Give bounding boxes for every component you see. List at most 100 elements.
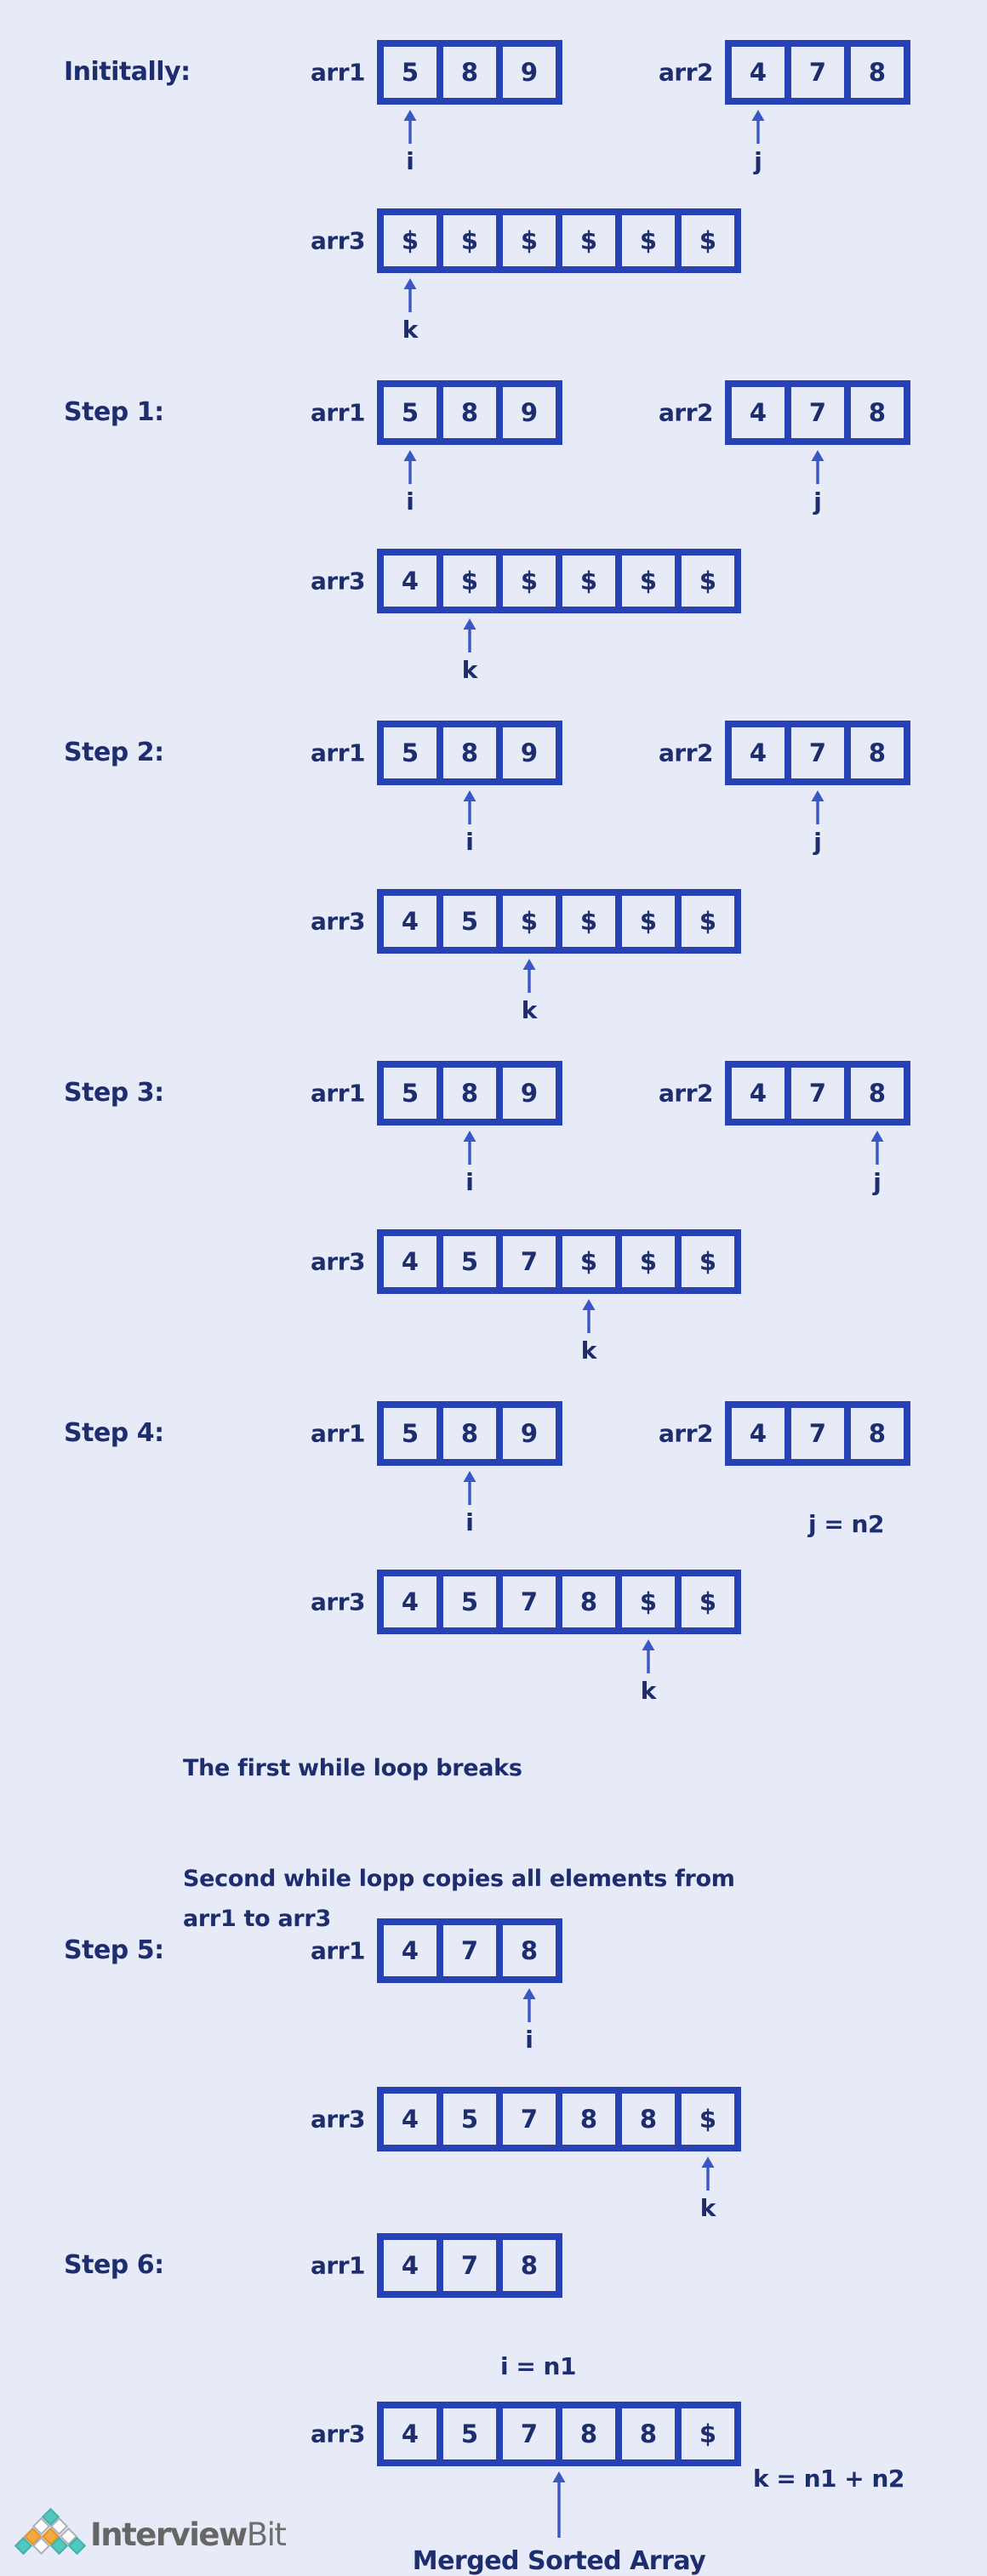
array-cell: $ (682, 2094, 734, 2145)
pointer-i: i (402, 450, 418, 516)
note-paragraph: The first while loop breaks (183, 1748, 522, 1788)
array-cell: 8 (503, 2240, 556, 2291)
note-paragraph: Second while lopp copies all elements fr… (183, 1859, 735, 1939)
array-cell: 5 (384, 47, 436, 98)
array-box-arr3: $$$$$$ (377, 208, 741, 273)
array-label-arr3: arr3 (311, 2105, 366, 2134)
array-cell: $ (443, 556, 496, 607)
array-cell: 4 (384, 2094, 436, 2145)
pointer-arrow-icon (403, 450, 417, 484)
step-label: Step 2: (64, 738, 164, 767)
array-cell: 4 (732, 1408, 784, 1459)
array-cell: $ (682, 556, 734, 607)
pointer-label-k: k (640, 1677, 657, 1705)
array-label-arr1: arr1 (311, 738, 366, 767)
array-label-arr2: arr2 (659, 398, 714, 427)
note-text: arr1 to arr3 (183, 1906, 331, 1932)
array-label-arr3: arr3 (311, 907, 366, 936)
array-cell: $ (562, 1236, 615, 1287)
pointer-arrow-icon (522, 959, 536, 993)
array-label-arr1: arr1 (311, 1419, 366, 1448)
array-cell: $ (622, 556, 675, 607)
array-cell: $ (622, 1576, 675, 1627)
array-cell: 7 (443, 2240, 496, 2291)
array-cell: 8 (622, 2094, 675, 2145)
array-label-arr1: arr1 (311, 398, 366, 427)
array-cell: 7 (791, 727, 844, 778)
pointer-label-k: k (521, 996, 538, 1024)
pointer-j: j (870, 1131, 885, 1196)
array-cell: $ (384, 215, 436, 266)
array-cell: 9 (503, 47, 556, 98)
pointer-label-k: k (580, 1336, 597, 1365)
array-cell: 5 (384, 1408, 436, 1459)
pointer-i: i (402, 110, 418, 175)
pointer-arrow-icon (701, 2157, 715, 2191)
array-cell: 9 (503, 727, 556, 778)
pointer-i: i (522, 1988, 537, 2054)
pointer-arrow-icon (522, 1988, 536, 2022)
step-label: Step 6: (64, 2250, 164, 2280)
array-label-arr2: arr2 (659, 1419, 714, 1448)
array-cell: 8 (443, 1408, 496, 1459)
note-k-equals-n1-plus-n2: k = n1 + n2 (753, 2465, 904, 2493)
array-cell: 4 (384, 1925, 436, 1976)
array-cell: $ (682, 896, 734, 947)
array-cell: 7 (791, 1408, 844, 1459)
array-box-arr3: 4$$$$$ (377, 549, 741, 613)
interviewbit-logo-pyramid-icon (14, 2507, 88, 2559)
array-cell: $ (682, 1236, 734, 1287)
array-cell: $ (622, 215, 675, 266)
pointer-arrow-icon (751, 110, 765, 144)
array-cell: 8 (443, 1068, 496, 1119)
array-cell: 8 (503, 1925, 556, 1976)
array-label-arr3: arr3 (311, 226, 366, 255)
pointer-arrow-icon (463, 1471, 476, 1505)
pointer-arrow-icon (403, 110, 417, 144)
pointer-label-i: i (465, 828, 474, 856)
pointer-label-i: i (406, 147, 414, 175)
array-cell: 8 (562, 2094, 615, 2145)
array-label-arr3: arr3 (311, 567, 366, 596)
array-cell: $ (443, 215, 496, 266)
array-cell: 7 (443, 1925, 496, 1976)
array-cell: $ (622, 1236, 675, 1287)
pointer-i: i (462, 790, 477, 856)
pointer-i: i (462, 1471, 477, 1536)
array-cell: 5 (443, 2094, 496, 2145)
array-cell: 9 (503, 1408, 556, 1459)
array-cell: 8 (851, 387, 904, 438)
array-cell: $ (562, 215, 615, 266)
array-cell: 5 (443, 1576, 496, 1627)
array-cell: 4 (732, 727, 784, 778)
logo-text-bold: Interview (90, 2516, 248, 2553)
array-cell: 7 (503, 2094, 556, 2145)
array-cell: 4 (384, 1236, 436, 1287)
array-cell: $ (562, 896, 615, 947)
logo-text-light: Bit (246, 2516, 287, 2553)
step-label: Step 5: (64, 1935, 164, 1965)
array-cell: 7 (791, 1068, 844, 1119)
array-label-arr3: arr3 (311, 1587, 366, 1616)
pointer-merged: Merged Sorted Array (413, 2471, 706, 2576)
array-cell: 9 (503, 1068, 556, 1119)
pointer-label-i: i (465, 1168, 474, 1196)
pointer-k: k (402, 278, 418, 344)
